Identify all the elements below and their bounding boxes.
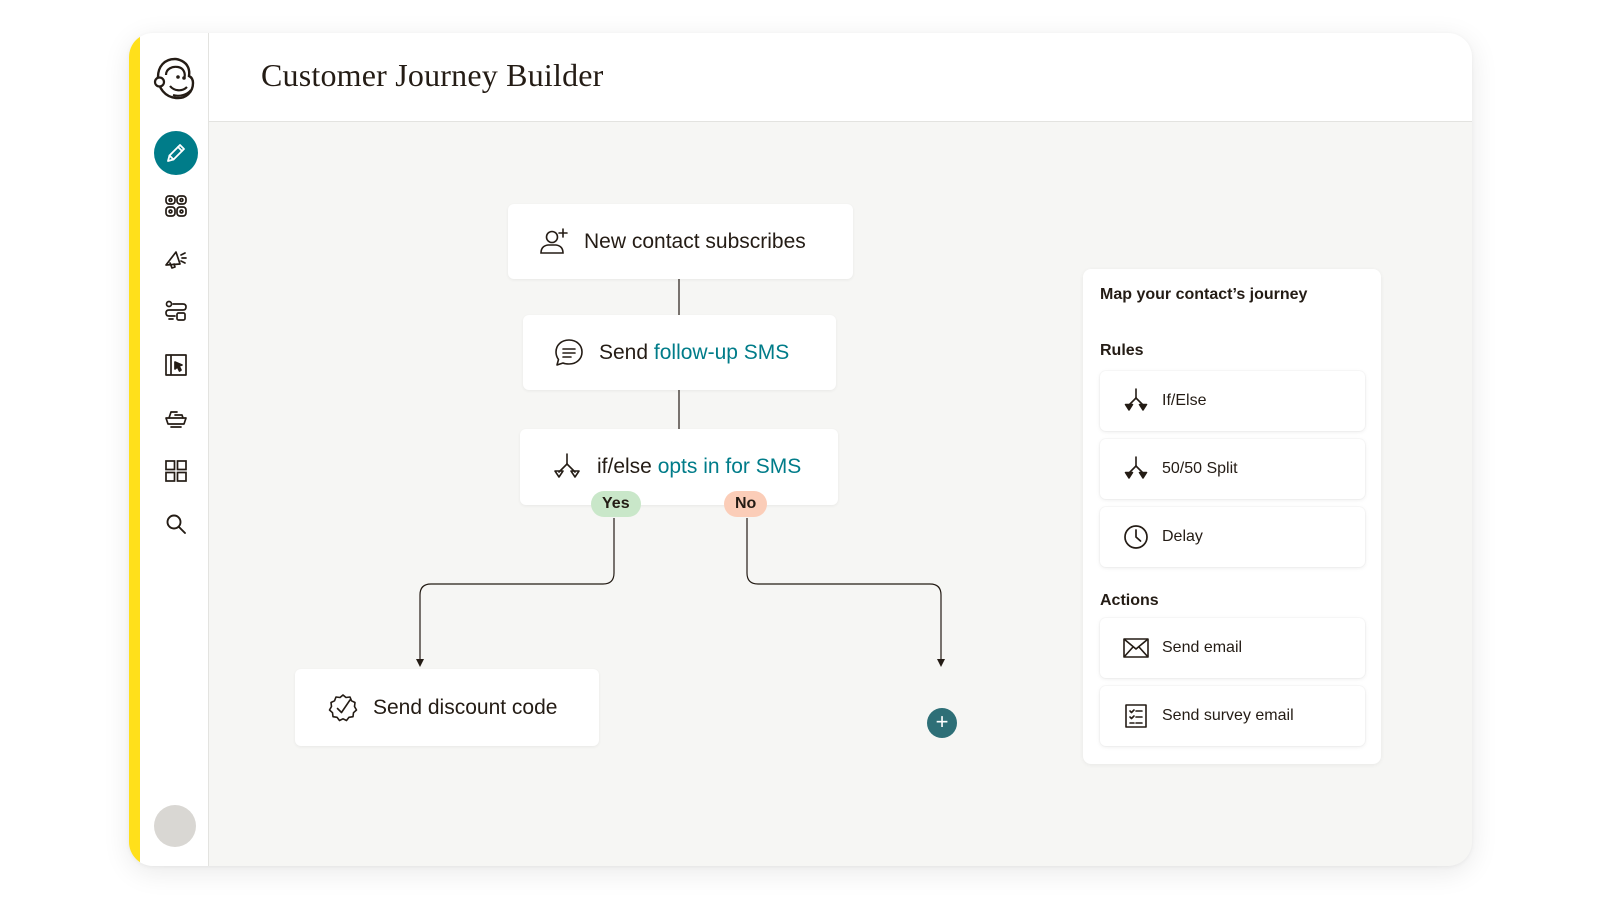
no-branch-badge: No [724, 491, 768, 517]
sidebar-item-integrations[interactable] [154, 449, 198, 493]
connector-no-branch [746, 518, 942, 662]
chat-bubble-icon [555, 338, 583, 366]
rule-if-else-label: If/Else [1162, 392, 1207, 409]
accent-strip [129, 33, 140, 866]
discount-step-label: Send discount code [373, 695, 558, 719]
audience-icon [165, 195, 187, 217]
mailchimp-logo-icon[interactable] [151, 55, 199, 103]
journey-panel: Map your contact’s journey Rules If/Else… [1083, 269, 1381, 764]
rule-if-else[interactable]: If/Else [1100, 371, 1365, 431]
sidebar-item-create[interactable] [154, 131, 198, 175]
trigger-node[interactable]: New contact subscribes [508, 204, 853, 279]
website-icon [165, 354, 187, 376]
arrow-head-yes [416, 659, 424, 667]
rule-split-label: 50/50 Split [1162, 460, 1238, 477]
rule-delay[interactable]: Delay [1100, 507, 1365, 567]
rule-split[interactable]: 50/50 Split [1100, 439, 1365, 499]
yes-branch-badge: Yes [591, 491, 641, 517]
user-add-icon [540, 227, 568, 254]
app-window: Customer Journey Builder New contact sub… [129, 33, 1472, 866]
sms-step-prefix: Send [599, 340, 649, 364]
action-send-email[interactable]: Send email [1100, 618, 1365, 678]
header: Customer Journey Builder [209, 33, 1472, 122]
clock-icon [1124, 525, 1148, 549]
action-send-email-label: Send email [1162, 639, 1243, 656]
pencil-icon [167, 144, 185, 162]
sms-step-node[interactable]: Send follow-up SMS [523, 315, 836, 390]
rules-heading: Rules [1100, 342, 1144, 359]
search-icon [166, 514, 186, 534]
page-title: Customer Journey Builder [261, 57, 604, 93]
actions-heading: Actions [1100, 592, 1159, 609]
action-send-survey-email-label: Send survey email [1162, 707, 1294, 724]
rule-delay-label: Delay [1162, 528, 1203, 545]
arrow-head-no [937, 659, 945, 667]
condition-node[interactable]: if/else opts in for SMS [520, 429, 838, 505]
automation-icon [165, 300, 187, 321]
sidebar-item-search[interactable] [154, 502, 198, 546]
checklist-icon [1125, 704, 1147, 728]
envelope-icon [1123, 638, 1149, 658]
trigger-label: New contact subscribes [584, 229, 806, 253]
condition-prefix: if/else [597, 455, 652, 478]
split-icon [1124, 456, 1148, 479]
sidebar [140, 33, 209, 866]
discount-step-node[interactable]: Send discount code [295, 669, 599, 746]
journey-canvas: New contact subscribes Send follow-up SM… [209, 122, 1472, 866]
sidebar-item-content[interactable] [154, 396, 198, 440]
sidebar-item-website[interactable] [154, 343, 198, 387]
action-send-survey-email[interactable]: Send survey email [1100, 686, 1365, 746]
sms-step-link[interactable]: follow-up SMS [653, 340, 790, 364]
branch-icon [1124, 388, 1148, 411]
megaphone-icon [165, 251, 187, 269]
grid-icon [165, 460, 187, 482]
check-badge-icon [328, 693, 358, 721]
sidebar-item-campaigns[interactable] [154, 237, 198, 281]
avatar[interactable] [154, 805, 196, 847]
sidebar-item-audience[interactable] [154, 184, 198, 228]
condition-link[interactable]: opts in for SMS [657, 455, 802, 478]
branch-icon [554, 453, 580, 478]
panel-title: Map your contact’s journey [1100, 286, 1308, 303]
sidebar-item-automations[interactable] [154, 290, 198, 334]
add-step-button[interactable]: + [927, 708, 957, 738]
connector-yes-branch [419, 518, 615, 662]
content-icon [165, 411, 187, 428]
